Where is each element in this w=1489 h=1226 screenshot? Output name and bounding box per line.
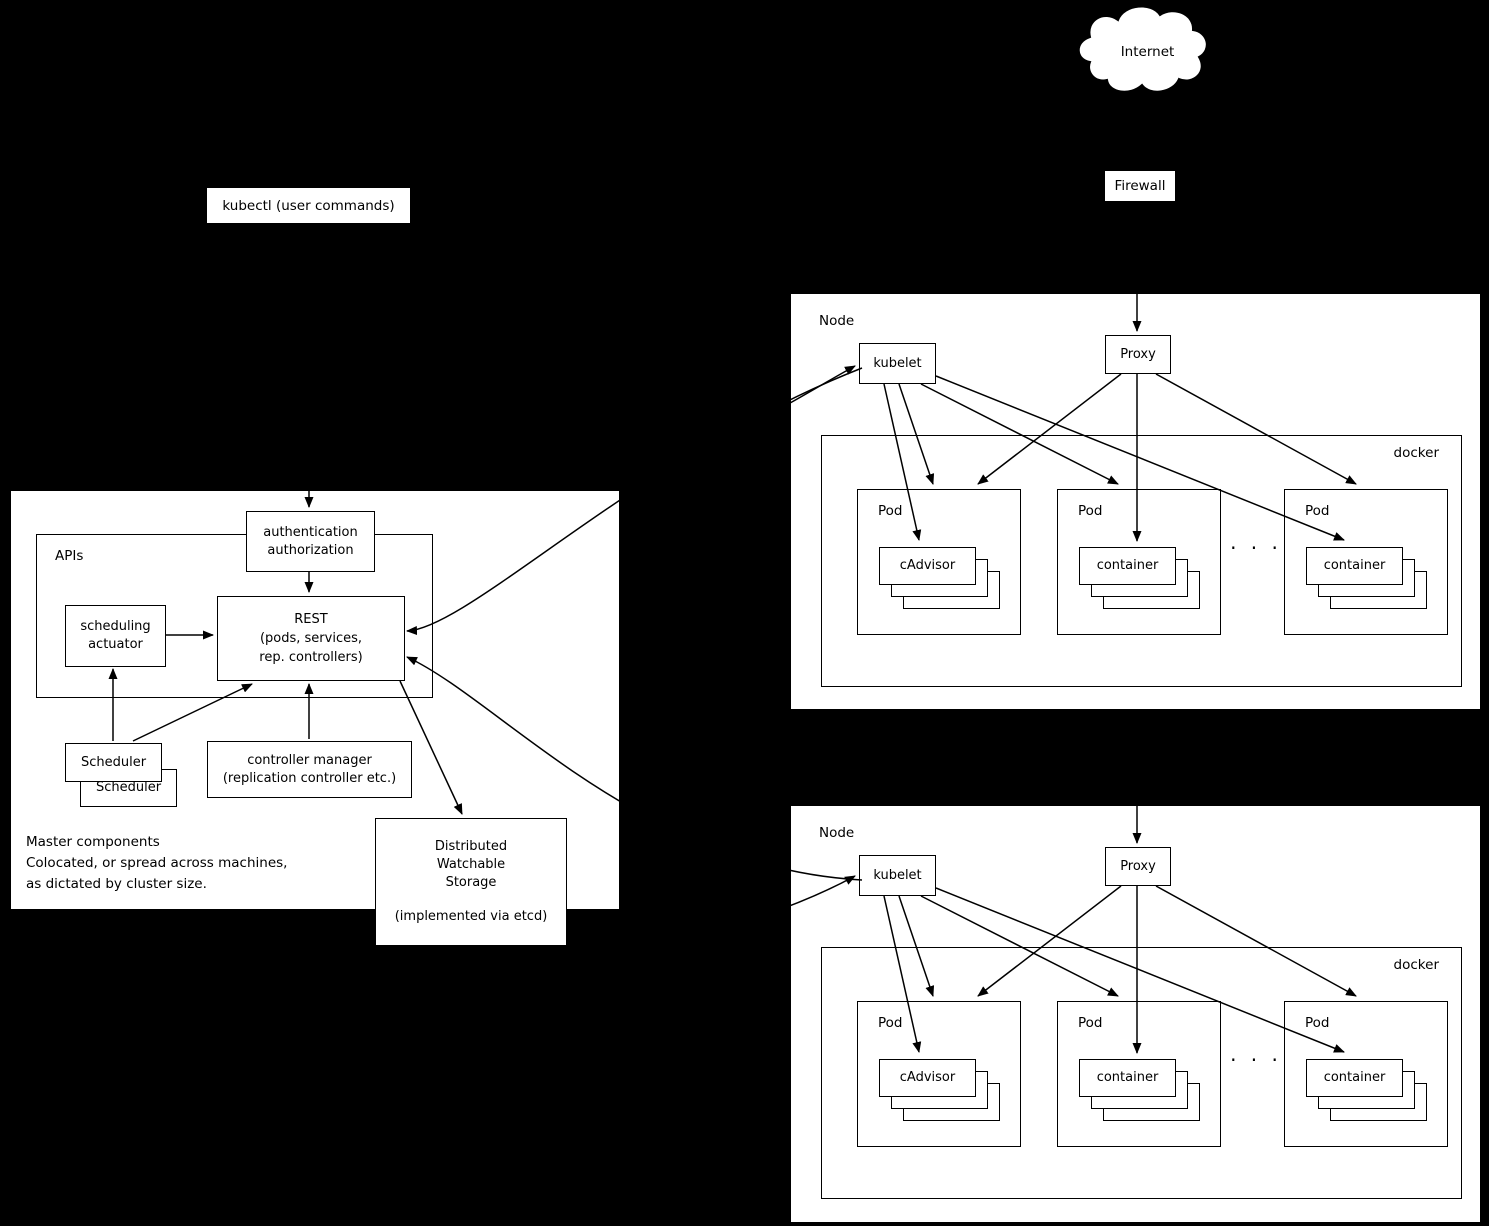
firewall-label: Firewall: [1114, 178, 1166, 194]
pod-box: Pod container: [1057, 489, 1221, 635]
master-caption-line: Colocated, or spread across machines,: [26, 855, 288, 871]
scheduling-actuator-line: scheduling: [80, 619, 151, 634]
ellipsis-dots: · · ·: [1230, 536, 1282, 560]
ellipsis-dots: · · ·: [1230, 1048, 1282, 1072]
node-label: Node: [819, 313, 855, 329]
cadvisor-label: cAdvisor: [899, 1070, 956, 1085]
node-box-1: Node kubelet Proxy docker Pod cAdvisor P…: [790, 293, 1481, 710]
pod-label: Pod: [1305, 503, 1330, 519]
kubelet-box: kubelet: [859, 855, 936, 896]
rest-line: rep. controllers): [259, 650, 363, 665]
storage-line: Storage: [445, 875, 497, 890]
rest-box: REST (pods, services, rep. controllers): [217, 596, 405, 681]
master-caption: Master components Colocated, or spread a…: [26, 832, 287, 895]
authentication-authorization-box: authentication authorization: [246, 511, 375, 572]
container-label: container: [1323, 558, 1386, 573]
controller-manager-line: controller manager: [247, 752, 372, 768]
container-label: container: [1096, 1070, 1159, 1085]
kubectl-box: kubectl (user commands): [206, 187, 411, 224]
proxy-label: Proxy: [1120, 346, 1156, 362]
node-box-2: Node kubelet Proxy docker Pod cAdvisor P…: [790, 805, 1481, 1223]
pod-label: Pod: [1305, 1015, 1330, 1031]
pod-label: Pod: [878, 1015, 903, 1031]
pod-box: Pod container: [1284, 1001, 1448, 1147]
docker-label: docker: [1393, 957, 1439, 973]
auth-line: authentication: [263, 524, 358, 540]
docker-label: docker: [1393, 445, 1439, 461]
storage-line: Watchable: [436, 857, 506, 872]
scheduler-label: Scheduler: [80, 754, 147, 770]
pod-label: Pod: [878, 503, 903, 519]
scheduler-box-front: Scheduler: [65, 743, 162, 782]
docker-box: docker Pod cAdvisor Pod container · · ·: [821, 435, 1462, 687]
docker-box: docker Pod cAdvisor Pod container · · ·: [821, 947, 1462, 1199]
pod-label: Pod: [1078, 1015, 1103, 1031]
scheduling-actuator-box: scheduling actuator: [65, 605, 166, 667]
kubelet-box: kubelet: [859, 343, 936, 384]
pod-box: Pod cAdvisor: [857, 1001, 1021, 1147]
container-label: container: [1096, 558, 1159, 573]
pod-box: Pod container: [1284, 489, 1448, 635]
container-box: container: [1079, 547, 1176, 585]
kubelet-label: kubelet: [873, 867, 922, 883]
cadvisor-box: cAdvisor: [879, 547, 976, 585]
firewall-box: Firewall: [1104, 170, 1176, 202]
container-box: container: [1306, 1059, 1403, 1097]
internet-label: Internet: [1120, 44, 1175, 60]
proxy-box: Proxy: [1105, 847, 1171, 886]
kubelet-label: kubelet: [873, 355, 922, 371]
rest-line: REST: [294, 612, 328, 627]
pod-box: Pod container: [1057, 1001, 1221, 1147]
master-caption-line: Master components: [26, 834, 160, 850]
controller-manager-line: (replication controller etc.): [222, 770, 397, 786]
auth-line: authorization: [267, 542, 354, 558]
scheduler-label: Scheduler: [95, 780, 162, 795]
node-label: Node: [819, 825, 855, 841]
proxy-box: Proxy: [1105, 335, 1171, 374]
proxy-label: Proxy: [1120, 858, 1156, 874]
container-box: container: [1079, 1059, 1176, 1097]
rest-line: (pods, services,: [259, 631, 363, 646]
storage-note: (implemented via etcd): [394, 909, 548, 924]
container-box: container: [1306, 547, 1403, 585]
cadvisor-box: cAdvisor: [879, 1059, 976, 1097]
distributed-storage-box: Distributed Watchable Storage (implement…: [375, 818, 567, 946]
apis-label: APIs: [55, 548, 84, 564]
scheduling-actuator-line: actuator: [88, 637, 143, 652]
storage-line: Distributed: [434, 839, 508, 854]
pod-label: Pod: [1078, 503, 1103, 519]
pod-box: Pod cAdvisor: [857, 489, 1021, 635]
master-caption-line: as dictated by cluster size.: [26, 876, 207, 892]
kubectl-label: kubectl (user commands): [222, 197, 395, 214]
controller-manager-box: controller manager (replication controll…: [207, 741, 412, 798]
container-label: container: [1323, 1070, 1386, 1085]
cadvisor-label: cAdvisor: [899, 558, 956, 573]
